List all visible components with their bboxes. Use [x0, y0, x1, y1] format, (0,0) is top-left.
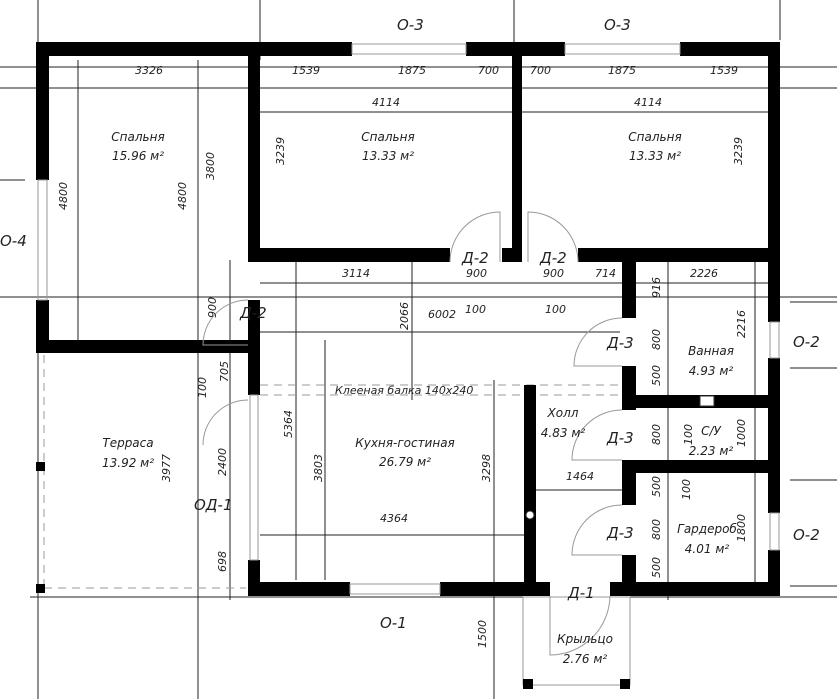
room-name: С/У — [701, 424, 721, 438]
dimension-label: 3800 — [204, 152, 217, 180]
dimension-label: 1875 — [398, 64, 426, 77]
dimension-label: 800 — [650, 329, 663, 350]
dimension-label: 100 — [465, 303, 486, 316]
dimension-label: 700 — [530, 64, 551, 77]
walls — [36, 42, 780, 596]
opening-tags: О-3 О-3 О-4 О-2 О-2 О-1 ОД-1 Д-2 Д-2 Д-2… — [0, 16, 820, 632]
window-tag: О-3 — [604, 16, 631, 34]
window-tag: О-2 — [793, 526, 820, 544]
dimension-label: 3239 — [274, 137, 287, 165]
dimension-label: 1464 — [566, 470, 594, 483]
porch-outline — [522, 596, 631, 689]
dimension-texts: 3326 1539 1875 700 700 1875 1539 4114 41… — [135, 64, 738, 525]
doors — [202, 211, 623, 656]
dimension-label: 100 — [682, 424, 695, 445]
room-area: 15.96 м² — [112, 149, 164, 163]
dimension-label: 2216 — [735, 310, 748, 338]
window-tag: О-2 — [793, 333, 820, 351]
terrace-outline — [36, 355, 246, 593]
dimension-label: 2066 — [398, 302, 411, 330]
room-area: 26.79 м² — [379, 455, 431, 469]
dimension-label: 500 — [650, 476, 663, 497]
room-name: Терраса — [102, 436, 153, 450]
dimension-label: 1800 — [735, 514, 748, 542]
dimension-label: 1000 — [735, 419, 748, 447]
dimension-label: 100 — [680, 479, 693, 500]
room-name: Спальня — [628, 130, 681, 144]
room-area: 13.33 м² — [629, 149, 681, 163]
dimension-label: 4800 — [57, 182, 70, 210]
dimension-label: 1539 — [710, 64, 738, 77]
dimension-label: 4114 — [634, 96, 662, 109]
dimension-label: 700 — [478, 64, 499, 77]
dimension-label: 800 — [650, 519, 663, 540]
dimension-label: 916 — [650, 277, 663, 298]
beam-note: Клееная балка 140х240 — [335, 384, 473, 397]
dimension-label: 3977 — [160, 454, 173, 482]
dimension-label: 900 — [543, 267, 564, 280]
room-labels: Спальня 15.96 м² Спальня 13.33 м² Спальн… — [102, 130, 737, 666]
room-name: Спальня — [361, 130, 414, 144]
dimension-label: 100 — [196, 377, 209, 398]
window-tag: О-4 — [0, 232, 27, 250]
door-tag: Д-3 — [606, 334, 634, 352]
vertical-dimension-texts: 4800 4800 3800 3239 3239 900 2066 705 10… — [57, 137, 748, 648]
dimension-label: 3326 — [135, 64, 163, 77]
dimension-label: 6002 — [428, 308, 456, 321]
dimension-label: 1539 — [292, 64, 320, 77]
dimension-label: 3239 — [732, 137, 745, 165]
room-name: Ванная — [688, 344, 734, 358]
room-area: 4.01 м² — [685, 542, 730, 556]
dimension-label: 4800 — [176, 182, 189, 210]
door-tag: Д-1 — [567, 584, 595, 602]
door-window-tag: ОД-1 — [194, 496, 232, 514]
window-tag: О-1 — [380, 614, 407, 632]
dimension-label: 1875 — [608, 64, 636, 77]
room-area: 13.33 м² — [362, 149, 414, 163]
dimension-label: 698 — [216, 551, 229, 572]
dimension-label: 2400 — [216, 448, 229, 476]
room-name: Спальня — [111, 130, 164, 144]
dimension-label: 500 — [650, 365, 663, 386]
room-name: Гардероб — [677, 522, 737, 536]
dimension-label: 900 — [206, 297, 219, 318]
door-tag: Д-3 — [606, 429, 634, 447]
dimension-label: 100 — [545, 303, 566, 316]
window-tag: О-3 — [397, 16, 424, 34]
dimension-label: 2226 — [690, 267, 718, 280]
room-area: 13.92 м² — [102, 456, 154, 470]
room-name: Холл — [547, 406, 579, 420]
room-area: 4.93 м² — [689, 364, 734, 378]
room-area: 2.76 м² — [563, 652, 608, 666]
dimension-label: 705 — [218, 361, 231, 382]
dimension-label: 500 — [650, 557, 663, 578]
dimension-label: 3803 — [312, 454, 325, 482]
dimension-label: 1500 — [476, 620, 489, 648]
dimension-label: 3298 — [480, 454, 493, 482]
room-name: Крыльцо — [557, 632, 613, 646]
door-tag: Д-2 — [539, 249, 567, 267]
dimension-label: 900 — [466, 267, 487, 280]
dimension-label: 3114 — [342, 267, 370, 280]
dimension-label: 4364 — [380, 512, 408, 525]
room-name: Кухня-гостиная — [355, 436, 455, 450]
windows — [37, 43, 780, 595]
door-tag: Д-3 — [606, 524, 634, 542]
room-area: 2.23 м² — [689, 444, 734, 458]
dimension-label: 4114 — [372, 96, 400, 109]
door-tag: Д-2 — [239, 304, 267, 322]
dimension-label: 714 — [595, 267, 616, 280]
dimension-label: 800 — [650, 424, 663, 445]
room-area: 4.83 м² — [541, 426, 586, 440]
door-tag: Д-2 — [461, 249, 489, 267]
dimension-label: 5364 — [282, 410, 295, 438]
